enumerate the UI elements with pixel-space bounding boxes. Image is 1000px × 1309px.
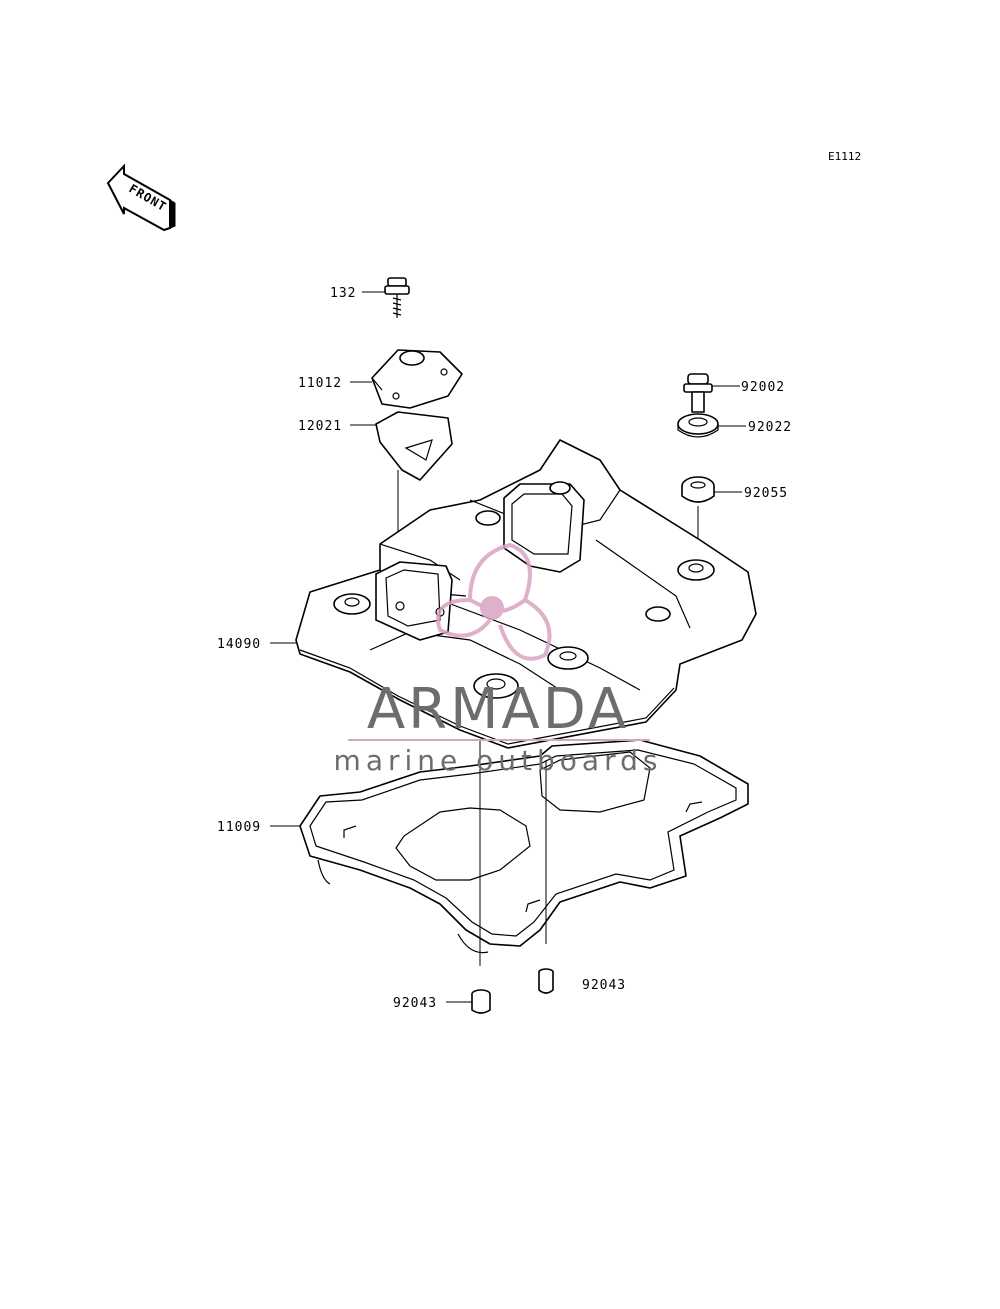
bolt-132[interactable]	[384, 277, 410, 318]
part-label: 132	[330, 286, 356, 301]
part-label: 92002	[741, 380, 785, 395]
part-label: 11012	[298, 376, 342, 391]
dowel-pin-92043[interactable]	[538, 968, 554, 994]
dowel-pin-92043[interactable]	[471, 989, 491, 1014]
diagram-code: E1112	[828, 150, 861, 163]
part-label: 14090	[217, 637, 261, 652]
bolt-92002[interactable]	[683, 373, 713, 413]
part-label: 11009	[217, 820, 261, 835]
watermark-tagline: marine outboards	[334, 744, 663, 777]
front-arrow-icon: FRONT	[106, 163, 176, 232]
watermark-brand: ARMADA	[367, 677, 629, 742]
part-label: 92043	[582, 978, 626, 993]
part-label: 92043	[393, 996, 437, 1011]
part-label: 92022	[748, 420, 792, 435]
part-label: 12021	[298, 419, 342, 434]
washer-92022[interactable]	[677, 413, 719, 438]
plate-12021[interactable]	[375, 411, 453, 481]
armada-logo-icon	[436, 542, 552, 661]
gasket-11009[interactable]	[299, 739, 749, 954]
part-label: 92055	[744, 486, 788, 501]
cap-11012[interactable]	[371, 349, 463, 409]
grommet-92055[interactable]	[681, 476, 715, 503]
